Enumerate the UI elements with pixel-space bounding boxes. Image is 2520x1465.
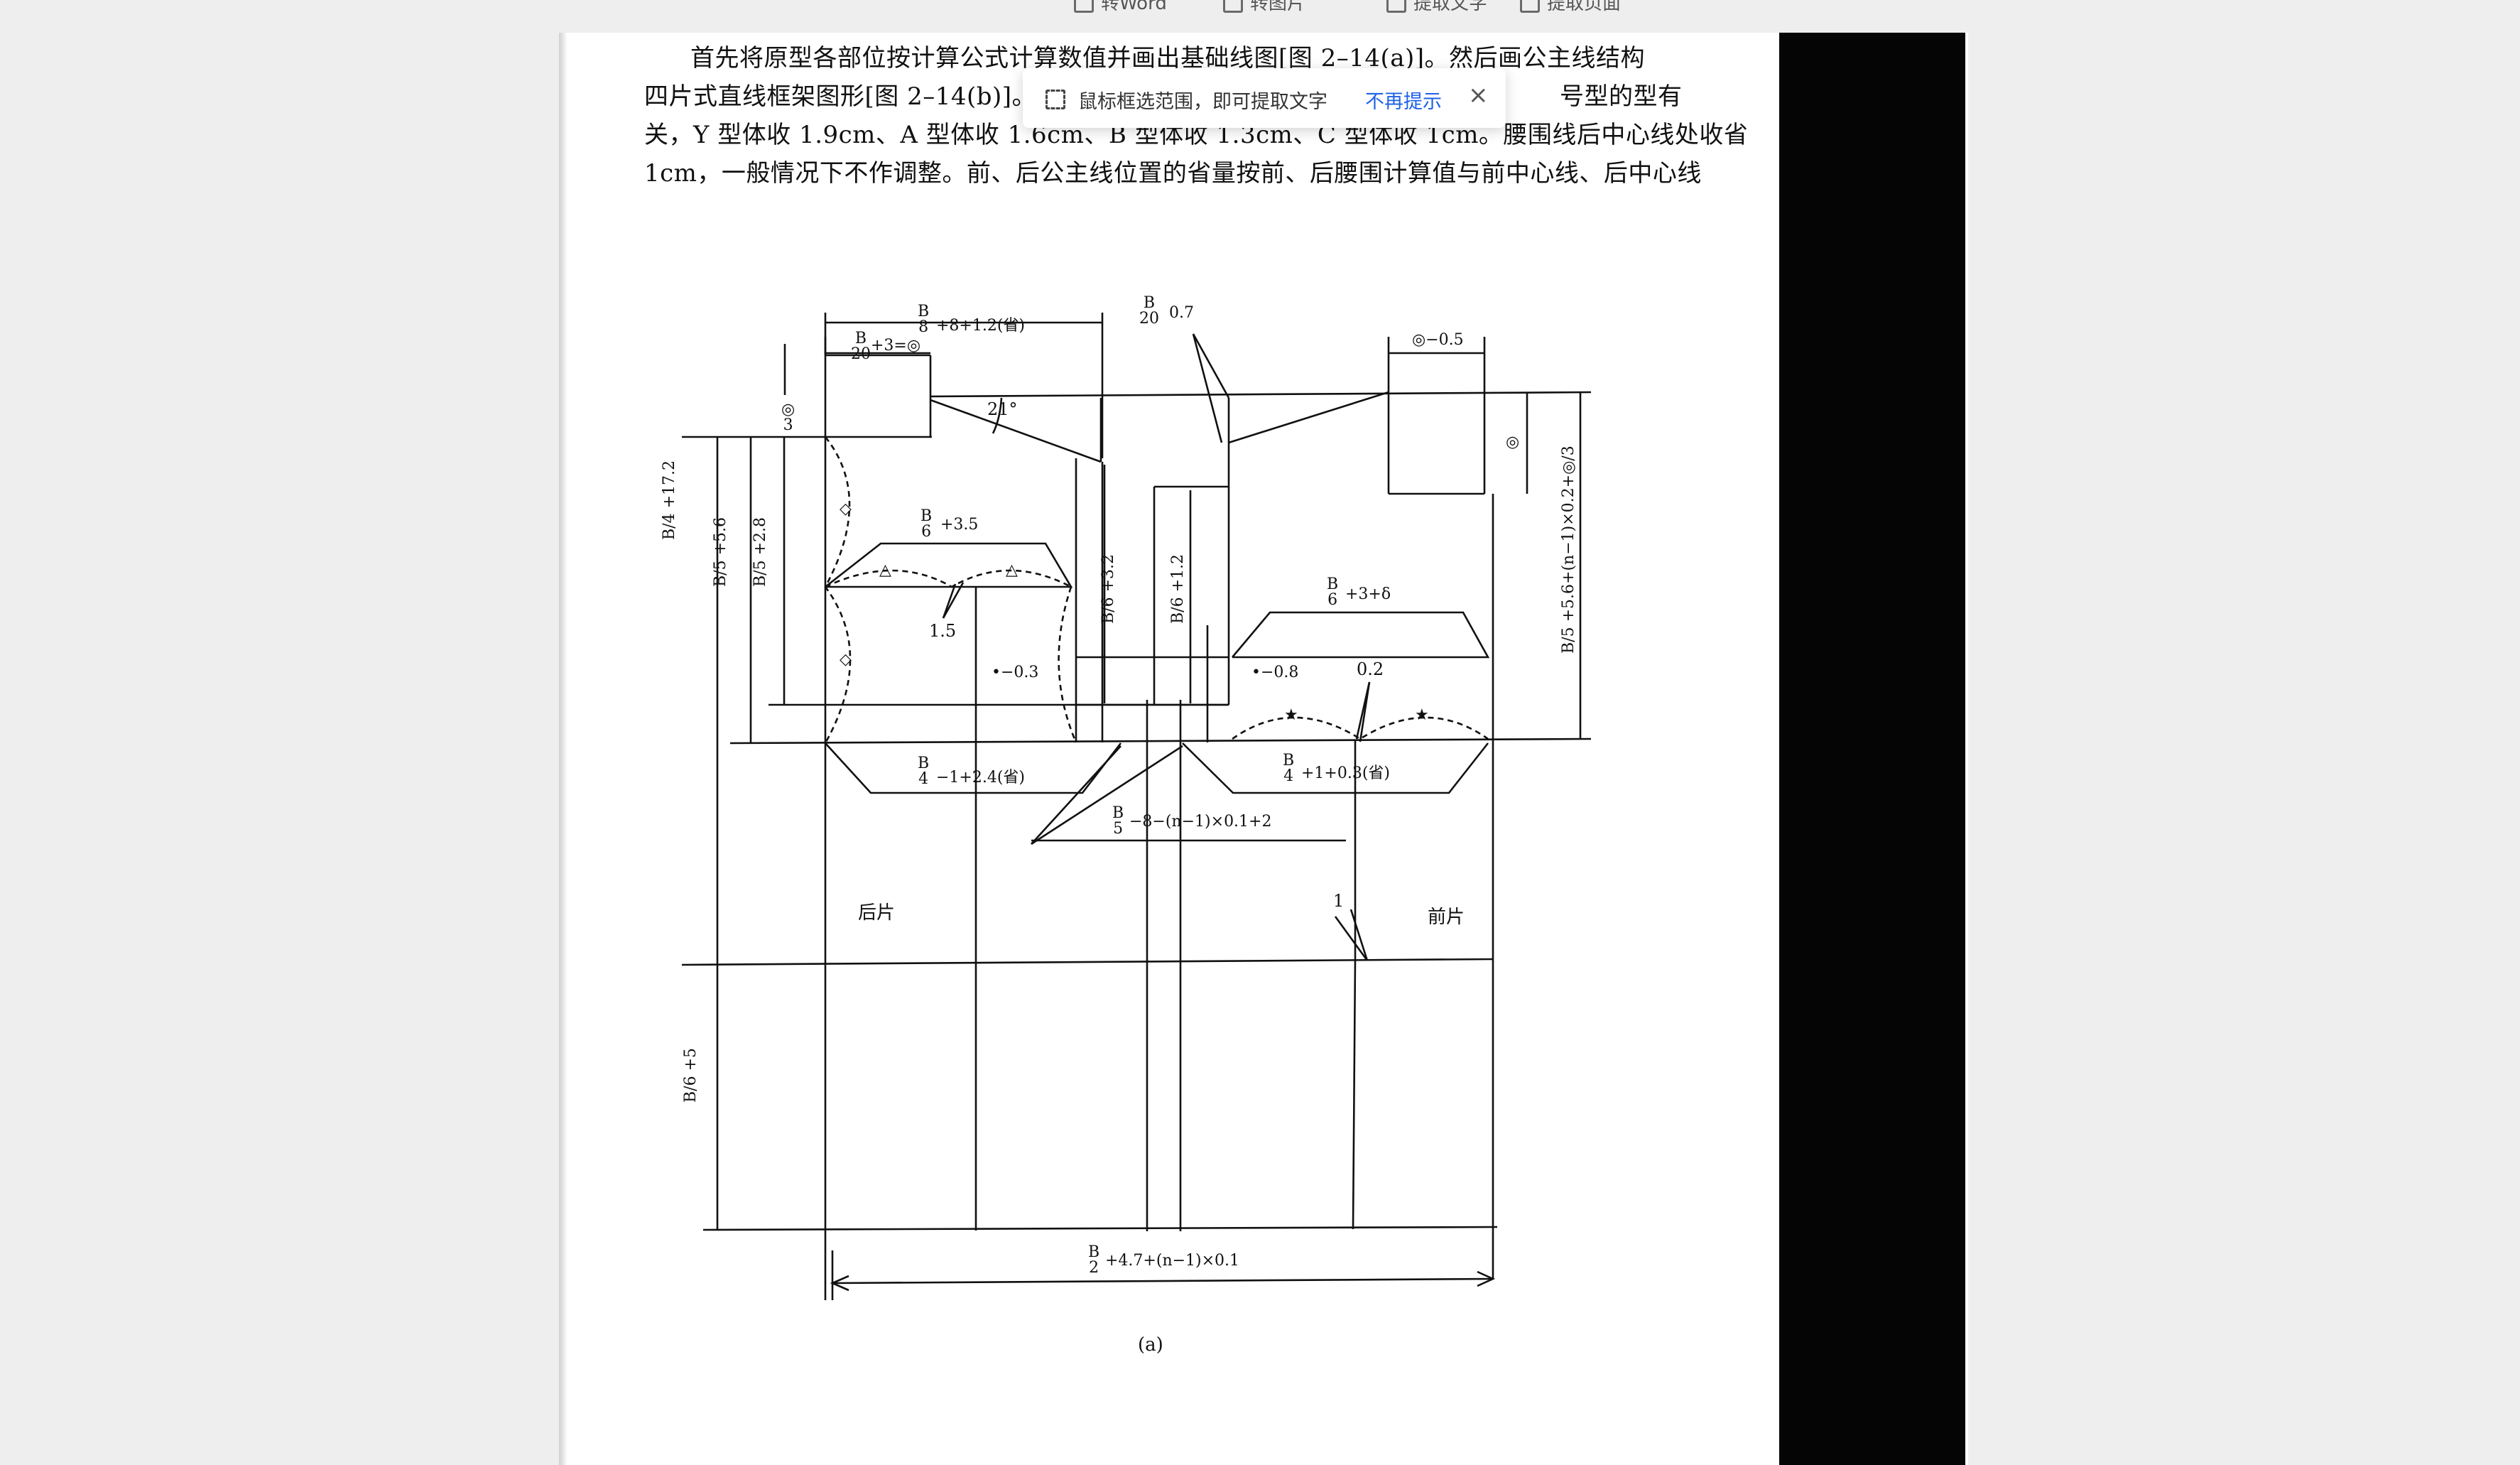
label-b6-3-5: +3.5 <box>940 516 979 534</box>
paragraph-line-2-tail: 号型的型有 <box>1560 82 1683 111</box>
star-marker-2: ★ <box>1415 706 1429 724</box>
back-shoulder-slope <box>930 399 1102 463</box>
label-b4-17-2: B/4 +17.2 <box>661 460 678 540</box>
leader-1-5a <box>942 582 965 619</box>
shoulder-top-line <box>930 391 1592 398</box>
convert-image-button[interactable]: 转图片 <box>1250 0 1306 14</box>
convert-word-button[interactable]: 转Word <box>1101 0 1167 14</box>
label-b5-2-8: B/5 +2.8 <box>751 517 769 587</box>
label-b6-3-2: B/6 +3.2 <box>1099 553 1117 624</box>
diamond-marker-1: ◇ <box>840 500 852 518</box>
paragraph-line-4: 1cm，一般情况下不作调整。前、后公主线位置的省量按前、后腰围计算值与前中心线、… <box>644 159 1702 188</box>
label-b4-0-3: +1+0.3(省) <box>1301 764 1391 782</box>
paragraph-line-2: 四片式直线框架图形[图 2–14(b)]。 <box>644 82 1037 111</box>
extract-text-button[interactable]: 提取文字 <box>1413 0 1488 14</box>
label-b5-8: −8−(n−1)×0.1+2 <box>1129 813 1272 831</box>
figure-caption: (a) <box>1138 1334 1163 1356</box>
label-b20: +3=◎ <box>871 337 921 355</box>
b20-leader-2 <box>1192 333 1223 443</box>
word-icon[interactable] <box>1074 0 1094 13</box>
extract-page-button[interactable]: 提取页面 <box>1547 0 1622 14</box>
label-b2-4-7: +4.7+(n−1)×0.1 <box>1105 1252 1240 1270</box>
ocr-tip-message: 鼠标框选范围，即可提取文字 <box>1078 91 1327 113</box>
label-b6-5: B/6 +5 <box>682 1047 700 1103</box>
label-1-5: 1.5 <box>929 621 957 641</box>
label-circ-0-5: ◎−0.5 <box>1412 331 1464 349</box>
document-page <box>559 33 1968 1465</box>
back-chest-bar <box>825 542 1073 588</box>
label-circ-right: ◎ <box>1506 433 1520 451</box>
label-b5-right: B/5 +5.6+(n−1)×0.2+◎/3 <box>1560 445 1577 654</box>
front-chest-bar <box>1232 611 1490 659</box>
bottom-dimension-line <box>832 1277 1494 1285</box>
ocr-tip-popup: 鼠标框选范围，即可提取文字 不再提示 × <box>1023 68 1506 128</box>
image-icon[interactable] <box>1223 0 1243 13</box>
label-dot-0-3: •−0.3 <box>992 664 1039 681</box>
label-b5-5-6: B/5 +5.6 <box>712 517 729 587</box>
label-b8: +8+1.2(省) <box>936 317 1026 335</box>
leader-1 <box>1349 909 1369 961</box>
front-waist-bar <box>1182 742 1489 794</box>
back-chest-curve <box>825 569 1072 588</box>
dont-show-again-link[interactable]: 不再提示 <box>1365 91 1442 113</box>
b5-leader-2 <box>1031 745 1183 845</box>
paragraph-line-1: 首先将原型各部位按计算公式计算数值并画出基础线图[图 2–14(a)]。然后画公… <box>690 44 1646 72</box>
hip-line <box>681 958 1494 966</box>
extract-text-icon[interactable] <box>1386 0 1406 13</box>
angle-arc <box>992 397 1003 434</box>
leader-0-2b <box>1355 681 1371 740</box>
waist-line <box>729 737 1592 745</box>
close-icon[interactable]: × <box>1468 81 1489 109</box>
scan-black-margin <box>1779 33 1965 1465</box>
arrow-left <box>830 1275 849 1292</box>
diamond-marker-2: ◇ <box>840 651 852 669</box>
select-area-icon <box>1046 90 1065 109</box>
arrow-right <box>1477 1270 1496 1287</box>
front-shoulder-slope <box>1228 391 1389 444</box>
leader-1-5b <box>942 583 957 619</box>
angle-label: 21° <box>987 399 1018 419</box>
label-b4-2-4: −1+2.4(省) <box>936 769 1026 786</box>
front-waist-curve <box>1232 716 1489 740</box>
label-0-7: 0.7 <box>1169 304 1194 322</box>
extract-page-icon[interactable] <box>1520 0 1540 13</box>
hem-line <box>702 1226 1498 1231</box>
front-piece-label: 前片 <box>1428 907 1465 928</box>
label-b6-delta: +3+δ <box>1345 585 1391 603</box>
triangle-marker-2: △ <box>1006 561 1018 579</box>
page-edge <box>559 33 567 1465</box>
label-b6-1-2: B/6 +1.2 <box>1169 553 1187 624</box>
star-marker-1: ★ <box>1284 706 1298 724</box>
b5-leader-1 <box>1031 745 1121 845</box>
triangle-marker-1: △ <box>879 561 891 579</box>
back-piece-label: 后片 <box>858 902 896 924</box>
back-side-curve <box>1058 586 1077 743</box>
top-toolbar: 转Word 转图片 提取文字 提取页面 <box>994 0 1634 16</box>
label-circ-3: ◎3 <box>781 401 795 434</box>
label-1: 1 <box>1333 891 1345 911</box>
front-princess-lower <box>1352 958 1357 1230</box>
b20-leader-1 <box>1192 333 1230 399</box>
label-0-2: 0.2 <box>1357 659 1384 679</box>
label-dot-0-8: •−0.8 <box>1251 664 1299 681</box>
leader-1b <box>1334 916 1369 961</box>
